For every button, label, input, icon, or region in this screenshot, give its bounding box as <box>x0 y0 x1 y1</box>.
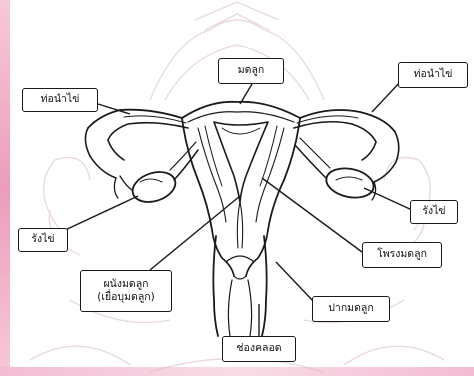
vaginal-canal <box>228 280 251 336</box>
label-uterine-wall-line2: (เยื่อบุมดลูก) <box>97 291 154 304</box>
label-uterine-wall: ผนังมดลูก (เยื่อบุมดลูก) <box>80 270 172 312</box>
right-fimbriae <box>362 132 399 182</box>
label-fallopian-tube-right: ท่อนำไข่ <box>398 62 468 88</box>
leader-uterine-cavity <box>262 178 362 252</box>
label-ovary-left: รังไข่ <box>18 228 68 252</box>
uterus-fundus-outline <box>182 102 300 118</box>
leader-uterine-wall <box>150 196 240 270</box>
left-ovary <box>129 167 179 207</box>
uterus-right-outer-wall <box>268 118 300 230</box>
label-fallopian-tube-left: ท่อนำไข่ <box>22 88 98 112</box>
label-uterine-wall-line1: ผนังมดลูก <box>104 278 149 291</box>
leader-ovary-right <box>364 188 412 210</box>
left-tube-lower <box>108 123 188 140</box>
left-fimbriae <box>85 128 124 178</box>
right-tube-lower <box>294 122 376 142</box>
label-ovary-right: รังไข่ <box>410 200 458 224</box>
label-vagina: ช่องคลอด <box>222 336 296 362</box>
uterus-fundus-inner <box>188 112 294 122</box>
label-uterus: มดลูก <box>218 58 284 84</box>
right-ovary <box>324 164 377 201</box>
right-tube-upper <box>300 110 395 132</box>
leader-cervix <box>276 262 314 302</box>
label-cervix: ปากมดลูก <box>312 296 390 322</box>
cervical-canal <box>237 202 242 248</box>
label-uterine-cavity: โพรงมดลูก <box>362 242 442 268</box>
